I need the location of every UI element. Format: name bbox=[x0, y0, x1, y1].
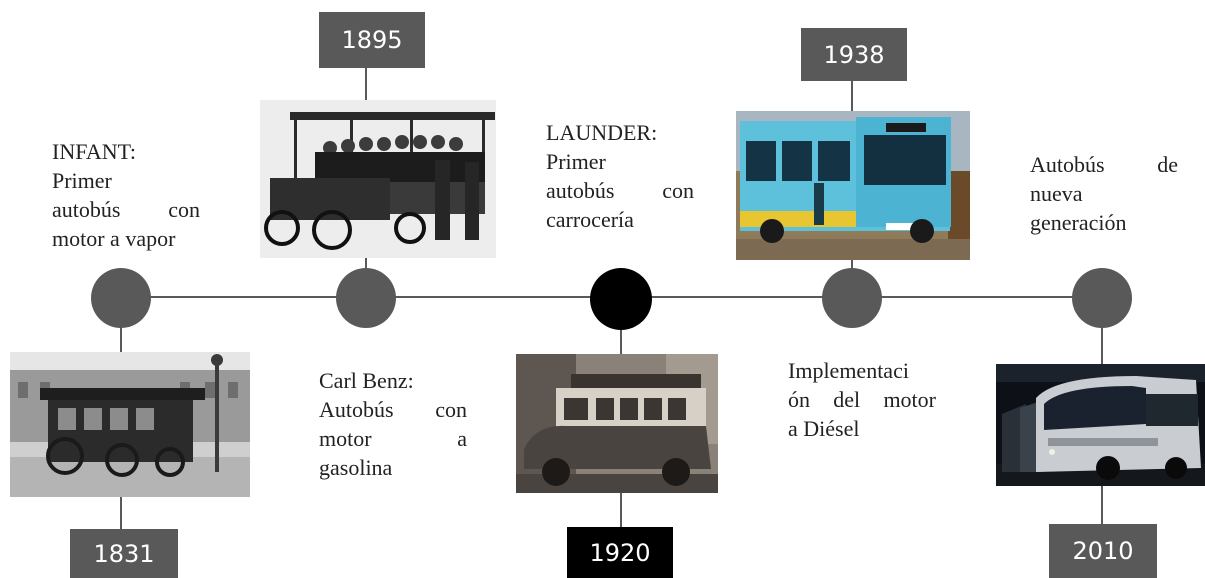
connector-1938-image bbox=[851, 260, 853, 272]
year-label: 1920 bbox=[589, 538, 651, 567]
benz-bus-photo bbox=[260, 100, 496, 258]
description-line: motor a bbox=[319, 426, 467, 451]
connector-1920-year bbox=[620, 493, 622, 527]
connector-1831-image bbox=[120, 326, 122, 352]
timeline-node-1831 bbox=[91, 268, 151, 328]
event-description-1938: Implementaci ón del motor a Diésel bbox=[788, 356, 936, 443]
description-line: generación bbox=[1030, 210, 1127, 235]
year-label: 2010 bbox=[1072, 537, 1134, 565]
event-description-2010: Autobús de nueva generación bbox=[1030, 150, 1178, 237]
year-box-1920: 1920 bbox=[567, 527, 673, 578]
description-line: autobús con bbox=[546, 178, 694, 203]
timeline-node-1920 bbox=[590, 268, 652, 330]
year-label: 1831 bbox=[93, 539, 155, 568]
timeline-node-1895 bbox=[336, 268, 396, 328]
year-box-1831: 1831 bbox=[70, 529, 178, 578]
timeline-node-2010 bbox=[1072, 268, 1132, 328]
event-description-1895: Carl Benz: Autobús con motor a gasolina bbox=[319, 366, 467, 482]
connector-2010-image bbox=[1101, 326, 1103, 364]
description-line: autobús con bbox=[52, 197, 200, 222]
description-line: Primer bbox=[52, 168, 112, 193]
description-line: INFANT: bbox=[52, 139, 137, 164]
steam-bus-photo bbox=[10, 352, 250, 497]
description-line: LAUNDER: bbox=[546, 120, 658, 145]
description-line: a Diésel bbox=[788, 416, 860, 441]
year-label: 1895 bbox=[341, 26, 403, 54]
year-box-2010: 2010 bbox=[1049, 524, 1157, 578]
description-line: ón del motor bbox=[788, 387, 936, 412]
connector-1920-image bbox=[620, 326, 622, 354]
description-line: carrocería bbox=[546, 207, 634, 232]
description-line: Carl Benz: bbox=[319, 368, 414, 393]
event-description-1920: LAUNDER: Primer autobús con carrocería bbox=[546, 118, 694, 234]
launder-bus-photo bbox=[516, 354, 718, 493]
year-box-1938: 1938 bbox=[801, 28, 907, 81]
connector-1938-year bbox=[851, 81, 853, 111]
year-box-1895: 1895 bbox=[319, 12, 425, 68]
timeline-node-1938 bbox=[822, 268, 882, 328]
event-description-1831: INFANT: Primer autobús con motor a vapor bbox=[52, 137, 200, 253]
year-label: 1938 bbox=[823, 40, 885, 69]
description-line: Autobús de bbox=[1030, 152, 1178, 177]
connector-1831-year bbox=[120, 497, 122, 529]
description-line: Implementaci bbox=[788, 358, 909, 383]
connector-1895-year bbox=[365, 68, 367, 100]
diesel-bus-photo bbox=[736, 111, 970, 260]
modern-bus-photo bbox=[996, 364, 1205, 486]
description-line: nueva bbox=[1030, 181, 1083, 206]
description-line: Primer bbox=[546, 149, 606, 174]
description-line: gasolina bbox=[319, 455, 393, 480]
connector-1895-image bbox=[365, 258, 367, 272]
description-line: Autobús con bbox=[319, 397, 467, 422]
connector-2010-year bbox=[1101, 486, 1103, 524]
description-line: motor a vapor bbox=[52, 226, 176, 251]
